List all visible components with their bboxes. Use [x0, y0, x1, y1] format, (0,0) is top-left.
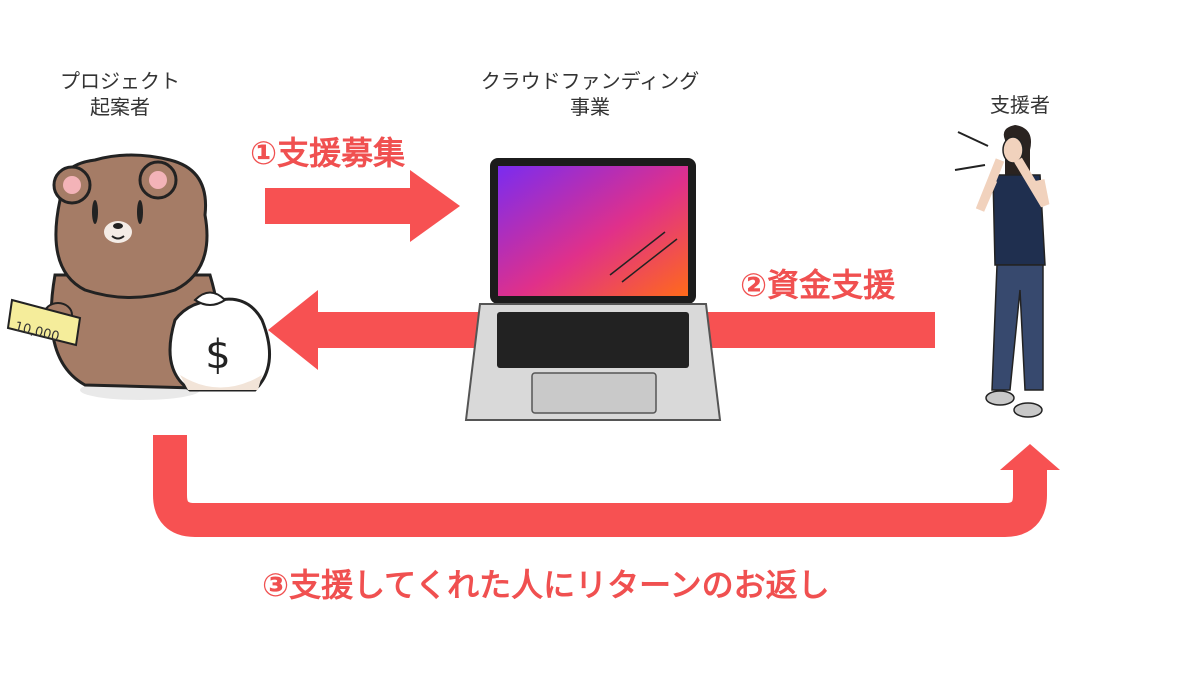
- owner-label-line2: 起案者: [30, 94, 210, 120]
- supporter-label: 支援者: [960, 92, 1080, 118]
- arrow-return-gift: [170, 435, 1060, 520]
- supporter-label-line1: 支援者: [960, 92, 1080, 118]
- supporter-illustration: [955, 125, 1045, 417]
- owner-label: プロジェクト 起案者: [30, 68, 210, 120]
- laptop-illustration: [466, 158, 720, 420]
- owner-label-line1: プロジェクト: [30, 68, 210, 94]
- laptop-trackpad: [532, 373, 656, 413]
- laptop-screen: [498, 166, 688, 296]
- arrow-support-request: [265, 170, 460, 242]
- platform-label-line1: クラウドファンディング: [440, 68, 740, 94]
- platform-label: クラウドファンディング 事業: [440, 68, 740, 120]
- step2-label: ②資金支援: [740, 260, 895, 306]
- dollar-sign: $: [205, 332, 230, 378]
- step1-label: ①支援募集: [250, 128, 405, 174]
- step3-label: ③支援してくれた人にリターンのお返し: [262, 560, 830, 606]
- laptop-keyboard: [497, 312, 689, 368]
- platform-label-line2: 事業: [440, 94, 740, 120]
